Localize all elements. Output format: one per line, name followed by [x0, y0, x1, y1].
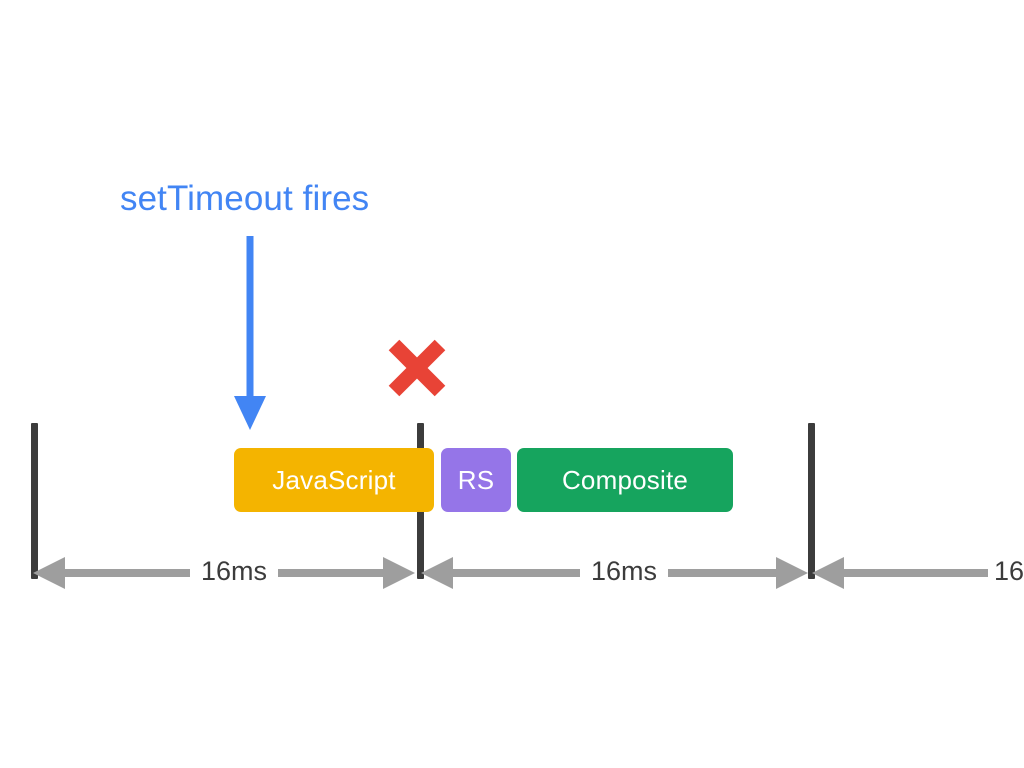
task-block-rs-label: RS — [457, 464, 495, 495]
task-block-javascript-label: JavaScript — [272, 464, 396, 495]
task-block-composite-label: Composite — [561, 464, 689, 495]
measure-label-frame-1: 16ms — [190, 554, 279, 588]
timeline-tick-frame-boundary-2 — [808, 423, 815, 579]
measure-arrow-frame-3 — [810, 556, 1024, 590]
task-block-composite[interactable]: Composite — [517, 448, 733, 512]
frame-miss-x-icon — [386, 338, 448, 398]
timeline-tick-frame-start — [31, 423, 38, 579]
annotation-label-settimeout: setTimeout fires — [120, 179, 370, 218]
settimeout-down-arrow — [232, 234, 268, 432]
task-block-javascript[interactable]: JavaScript — [234, 448, 434, 512]
measure-label-frame-2: 16ms — [580, 554, 669, 588]
task-block-rs[interactable]: RS — [441, 448, 511, 512]
measure-label-frame-3: 16 — [988, 554, 1024, 588]
